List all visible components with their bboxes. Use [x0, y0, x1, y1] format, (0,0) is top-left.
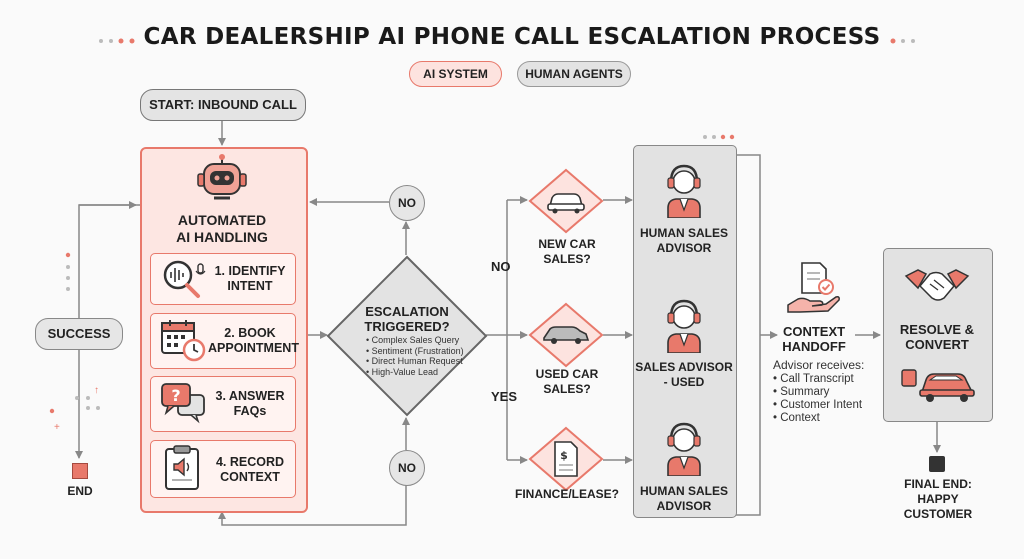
- trigger-item: • Sentiment (Frustration): [366, 345, 464, 356]
- advisor-finance-label: HUMAN SALES ADVISOR: [633, 484, 735, 514]
- escalation-diamond: [326, 255, 488, 417]
- finance-label: FINANCE/LEASE?: [514, 487, 619, 501]
- step1-line2: INTENT: [227, 279, 273, 293]
- final-line1: FINAL END:: [904, 477, 972, 491]
- route-line2: SALES?: [543, 252, 591, 266]
- handoff-title-line1: CONTEXT: [782, 324, 846, 339]
- handshake-icon: [904, 269, 970, 301]
- handoff-title-line2: HANDOFF: [782, 339, 846, 354]
- handoff-item: • Call Transcript: [773, 373, 854, 385]
- chat-question-icon: ?: [161, 383, 205, 424]
- route-line1: USED CAR: [535, 367, 599, 381]
- route-line1: NEW CAR: [538, 237, 596, 251]
- step-identify-label: 1. IDENTIFY INTENT: [208, 264, 292, 294]
- handoff-title: CONTEXT HANDOFF: [768, 324, 860, 354]
- resolve-line2: CONVERT: [905, 337, 969, 352]
- esc-title-line1: ESCALATION: [365, 304, 449, 319]
- step2-line2: APPOINTMENT: [208, 341, 299, 355]
- ai-title-line1: AUTOMATED: [177, 212, 267, 228]
- decorative-dots: ↑ +: [49, 38, 915, 433]
- advisor-new-label: HUMAN SALES ADVISOR: [633, 226, 735, 256]
- success-node: SUCCESS: [35, 318, 123, 350]
- step4-line2: CONTEXT: [220, 470, 280, 484]
- trigger-item: • High-Value Lead: [366, 366, 439, 377]
- escalation-title: ESCALATION TRIGGERED?: [346, 304, 468, 334]
- end-label: END: [67, 484, 93, 498]
- used-car-diamond: [528, 302, 604, 368]
- advisor-line2: - USED: [663, 375, 705, 389]
- calendar-clock-icon: [161, 320, 206, 362]
- svg-text:?: ?: [171, 386, 180, 405]
- trigger-item: • Direct Human Request: [366, 356, 463, 366]
- escalation-triggers: • Complex Sales Query • Sentiment (Frust…: [366, 335, 466, 377]
- final-line3: CUSTOMER: [903, 507, 973, 521]
- used-car-label: USED CAR SALES?: [517, 367, 617, 397]
- svg-text:↑: ↑: [94, 385, 99, 396]
- no-circle-bottom: NO: [389, 450, 425, 486]
- robot-icon: [197, 154, 247, 200]
- step4-line1: 4. RECORD: [215, 455, 285, 469]
- branch-yes-label: YES: [491, 389, 518, 404]
- clipboard-speaker-icon: [165, 445, 199, 490]
- step1-line1: 1. IDENTIFY: [214, 264, 286, 278]
- handoff-item: • Context: [773, 412, 820, 424]
- end-marker: [72, 463, 88, 479]
- handoff-item: • Customer Intent: [773, 399, 863, 411]
- magnifier-voice-icon: [163, 260, 206, 298]
- advisor-used-label: SALES ADVISOR - USED: [633, 360, 735, 390]
- handoff-items: • Call Transcript • Summary • Customer I…: [773, 373, 873, 425]
- esc-title-line2: TRIGGERED?: [364, 319, 450, 334]
- advisor-line2: ADVISOR: [656, 499, 712, 513]
- step-book-label: 2. BOOK APPOINTMENT: [208, 326, 299, 356]
- advisor-headset-icon: [667, 299, 701, 353]
- handoff-note-title: Advisor receives:: [773, 358, 865, 372]
- final-end-label: FINAL END: HAPPY CUSTOMER: [893, 477, 983, 522]
- page-title: CAR DEALERSHIP AI PHONE CALL ESCALATION …: [143, 24, 881, 50]
- advisor-line1: HUMAN SALES: [639, 484, 728, 498]
- handoff-item: • Summary: [773, 386, 830, 398]
- advisor-headset-icon: [667, 422, 701, 476]
- route-line2: SALES?: [543, 382, 591, 396]
- advisor-line1: SALES ADVISOR: [635, 360, 733, 374]
- start-node: START: INBOUND CALL: [140, 89, 306, 121]
- resolve-line1: RESOLVE &: [899, 322, 975, 337]
- step3-line2: FAQs: [233, 404, 267, 418]
- ai-title-line2: AI HANDLING: [176, 229, 268, 245]
- svg-text:+: +: [54, 422, 60, 433]
- advisor-line2: ADVISOR: [656, 241, 712, 255]
- branch-no-label: NO: [491, 259, 511, 274]
- final-line2: HAPPY: [917, 492, 959, 506]
- step3-line1: 3. ANSWER: [215, 389, 285, 403]
- no-circle-top: NO: [389, 185, 425, 221]
- advisor-line1: HUMAN SALES: [639, 226, 728, 240]
- svg-text:$: $: [560, 449, 568, 462]
- resolve-title: RESOLVE & CONVERT: [883, 322, 991, 352]
- new-car-label: NEW CAR SALES?: [517, 237, 617, 267]
- document-hand-icon: [787, 262, 840, 313]
- finance-diamond: $: [528, 426, 604, 492]
- advisor-headset-icon: [667, 164, 701, 218]
- trigger-item: • Complex Sales Query: [366, 335, 460, 345]
- legend-human-agents: HUMAN AGENTS: [517, 61, 631, 87]
- car-key-handoff-icon: [901, 369, 975, 402]
- step-answer-label: 3. ANSWER FAQs: [208, 389, 292, 419]
- new-car-diamond: [528, 168, 604, 234]
- final-end-marker: [929, 456, 945, 472]
- step-record-label: 4. RECORD CONTEXT: [208, 455, 292, 485]
- ai-handling-title: AUTOMATED AI HANDLING: [140, 212, 304, 246]
- legend-ai-system: AI SYSTEM: [409, 61, 502, 87]
- step2-line1: 2. BOOK: [224, 326, 276, 340]
